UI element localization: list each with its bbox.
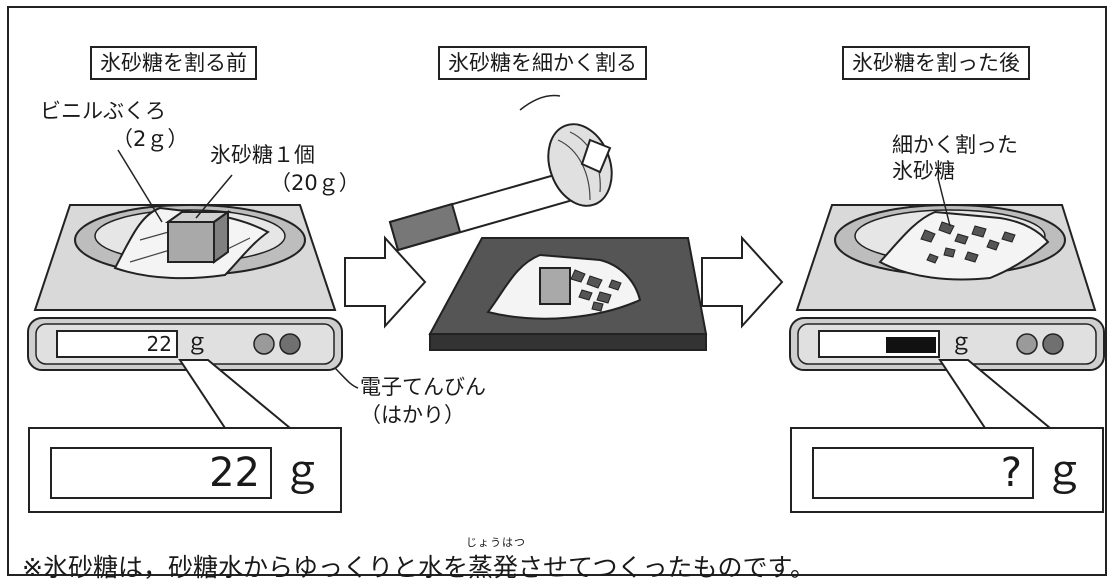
footnote-part2: させてつくったものです。: [517, 553, 815, 582]
left-scale-unit: ｇ: [186, 330, 209, 355]
left-zoom-reading: 22: [50, 447, 272, 499]
bag-name: ビニルぶくろ: [40, 99, 166, 123]
right-scale-display: [818, 330, 940, 358]
sugar-weight: （20ｇ）: [270, 171, 360, 195]
cutting-board: [428, 237, 708, 351]
hammer: [388, 94, 613, 252]
scale-label-line1: 電子てんびん: [360, 375, 486, 399]
bag-weight: （2ｇ）: [112, 127, 189, 151]
footnote: ※氷砂糖は，砂糖水からゆっくりと水をじょうはつ蒸発させてつくったものです。: [22, 536, 815, 584]
right-zoom-callout: ? ｇ: [790, 427, 1104, 513]
right-zoom-reading: ?: [812, 447, 1034, 499]
crushed-label-line2: 氷砂糖: [892, 159, 955, 183]
ruby-reading: じょうはつ: [465, 536, 526, 549]
crushed-label-line1: 細かく割った: [892, 133, 1018, 157]
diagram-frame: [7, 6, 1107, 576]
left-bag-with-sugar: [113, 206, 270, 280]
sugar-name: 氷砂糖１個: [210, 143, 315, 167]
right-bag-with-crushed-sugar: [878, 210, 1050, 281]
left-zoom-unit: ｇ: [282, 448, 322, 494]
footnote-part1: ※氷砂糖は，砂糖水からゆっくりと水を: [22, 553, 468, 582]
display-obscured-block: [886, 337, 936, 353]
left-zoom-callout: 22 ｇ: [28, 427, 342, 513]
right-scale-unit: ｇ: [950, 330, 973, 355]
arrow-right-2: [701, 235, 784, 329]
scale-label-line2: （はかり）: [360, 403, 465, 427]
label-before: 氷砂糖を割る前: [90, 46, 257, 80]
left-scale-reading: 22: [146, 332, 172, 356]
right-zoom-unit: ｇ: [1044, 448, 1084, 494]
arrow-right-1: [344, 235, 427, 329]
footnote-ruby: じょうはつ蒸発: [466, 536, 525, 584]
left-scale-display: 22: [56, 330, 178, 358]
ruby-base: 蒸発: [467, 553, 518, 582]
label-crush: 氷砂糖を細かく割る: [438, 46, 647, 80]
label-after: 氷砂糖を割った後: [842, 46, 1030, 80]
